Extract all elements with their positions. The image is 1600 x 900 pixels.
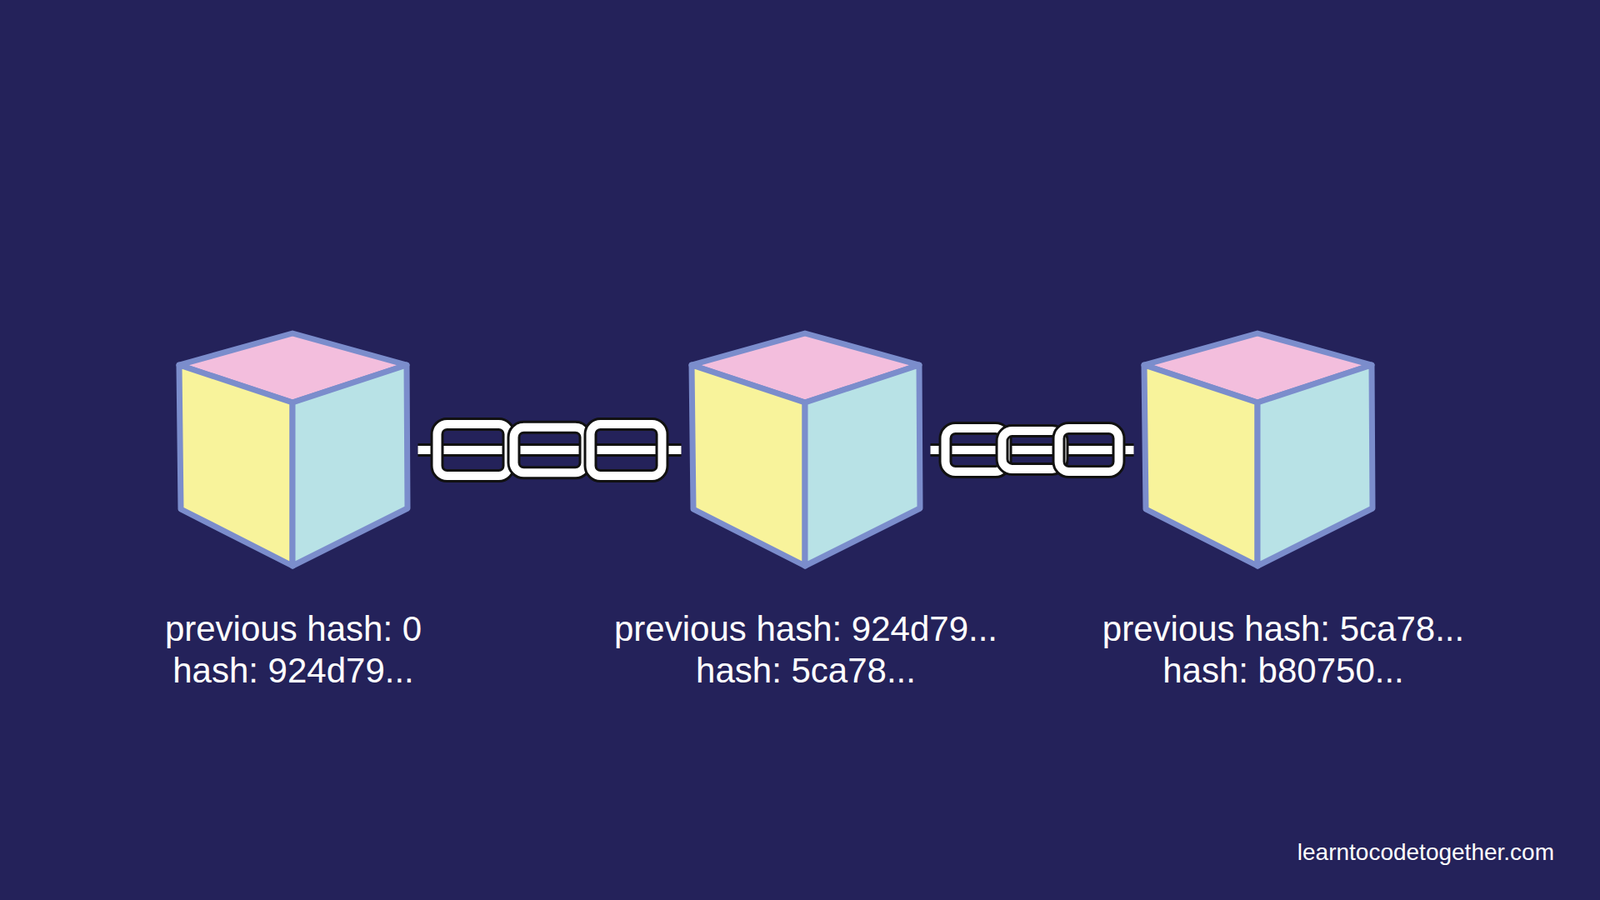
cube-right <box>1257 365 1373 566</box>
chain-connector <box>418 424 682 476</box>
chain-bar-outline <box>930 443 1135 457</box>
hash-text-group: previous hash: 5ca78...hash: b80750... <box>991 608 1525 692</box>
cube-right <box>292 365 408 566</box>
block-node: previous hash: 924d79...hash: 5ca78... <box>539 330 1073 692</box>
chain-link <box>437 424 510 476</box>
hash-text: hash: 924d79... <box>26 650 560 692</box>
chain-connector <box>930 428 1135 472</box>
block-cube <box>175 330 412 570</box>
hash-text: hash: 5ca78... <box>539 650 1073 692</box>
hash-text-group: previous hash: 0hash: 924d79... <box>26 608 560 692</box>
chain-bar <box>930 445 1135 455</box>
chain-link-outline <box>514 427 586 474</box>
cube-right <box>805 365 920 566</box>
cube-left <box>691 365 805 566</box>
chain-link <box>590 424 663 476</box>
hash-text-group: previous hash: 924d79...hash: 5ca78... <box>539 608 1073 692</box>
hash-text: previous hash: 924d79... <box>539 608 1073 650</box>
chain-bar-outline <box>418 443 682 457</box>
block-cube <box>688 330 925 570</box>
hash-text: hash: b80750... <box>1041 650 1525 692</box>
block-node: previous hash: 5ca78...hash: b80750... <box>991 330 1525 692</box>
chain-link-outline <box>1059 428 1120 472</box>
chain-link <box>514 427 586 474</box>
chain-link <box>1059 428 1120 472</box>
chain-link-outline <box>437 424 510 476</box>
chain-link-outline <box>590 424 663 476</box>
hash-text: previous hash: 0 <box>26 608 560 650</box>
block-cube <box>1140 330 1377 570</box>
cube-left <box>179 365 293 566</box>
cube-left <box>1144 365 1258 566</box>
block-node: previous hash: 0hash: 924d79... <box>26 330 560 692</box>
hash-text: previous hash: 5ca78... <box>1041 608 1525 650</box>
watermark: learntocodetogether.com <box>1297 838 1555 867</box>
chain-bar <box>418 445 682 455</box>
